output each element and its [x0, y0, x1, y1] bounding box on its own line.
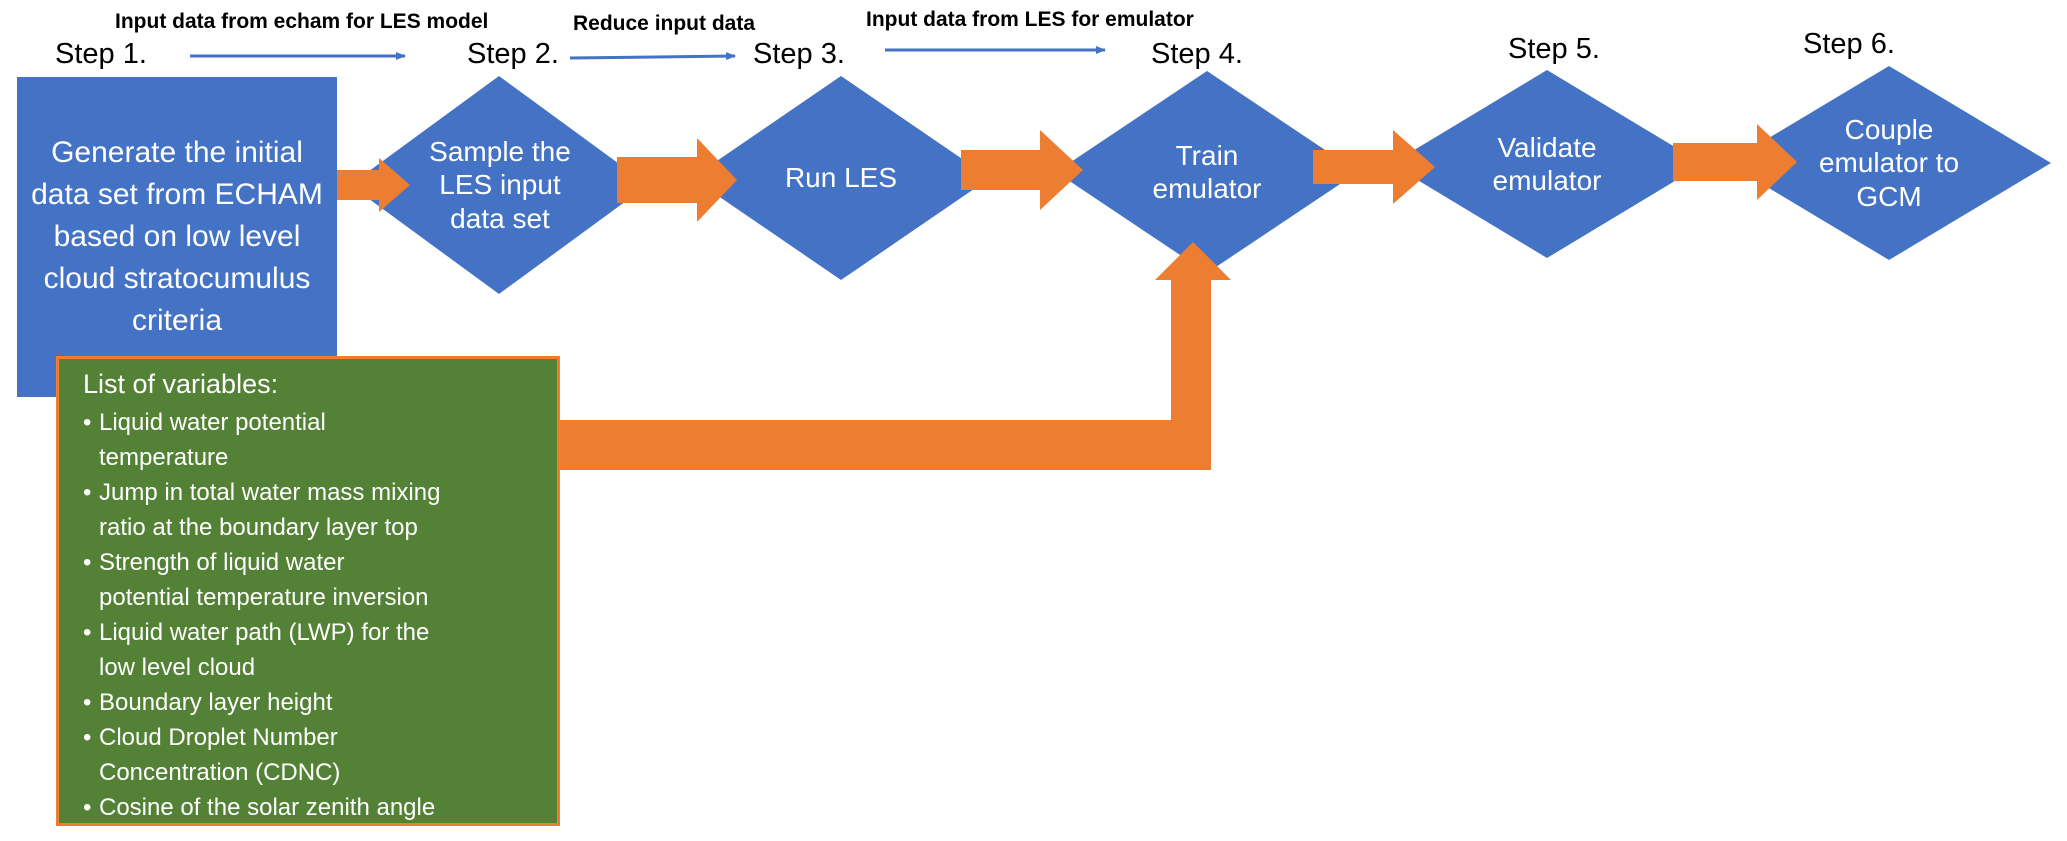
orange-arrow-1-2 — [337, 158, 410, 212]
variable-item: Liquid water potential temperature — [83, 405, 440, 475]
step4-label: Step 4. — [1151, 38, 1243, 70]
variables-title: List of variables: — [83, 369, 279, 399]
step3-label: Step 3. — [753, 38, 845, 70]
step4-diamond — [1056, 71, 1358, 273]
step2-text: Sample the LES input data set — [429, 136, 571, 234]
orange-arrow-2-3 — [617, 138, 737, 222]
variables-box: List of variables: Liquid water potentia… — [56, 356, 560, 826]
step4-text: Train emulator — [1152, 139, 1262, 204]
variable-item: Strength of liquid water potential tempe… — [83, 545, 440, 615]
orange-arrow-3-4 — [961, 130, 1083, 210]
step1-text: Generate the initial data set from ECHAM… — [31, 136, 323, 337]
step2-label: Step 2. — [467, 38, 559, 70]
variable-item: Cosine of the solar zenith angle — [83, 790, 440, 825]
step2-diamond — [350, 76, 648, 294]
flow-arrow-2 — [569, 52, 736, 61]
orange-arrow-variables-to-step4 — [560, 242, 1231, 470]
step5-label: Step 5. — [1508, 33, 1600, 65]
step1-box — [17, 77, 337, 397]
step5-diamond — [1391, 70, 1703, 258]
orange-arrow-5-6 — [1673, 124, 1797, 200]
step6-label: Step 6. — [1803, 28, 1895, 60]
orange-arrow-4-5 — [1313, 130, 1435, 204]
step6-diamond — [1727, 66, 2051, 260]
variable-item: Boundary layer height — [83, 685, 440, 720]
flow-label-les-to-emulator: Input data from LES for emulator — [866, 8, 1194, 31]
step1-label: Step 1. — [55, 38, 147, 70]
flow-label-reduce-input: Reduce input data — [573, 12, 756, 35]
step3-text: Run LES — [784, 162, 898, 194]
variables-list: Liquid water potential temperature Jump … — [83, 405, 440, 825]
variable-item: Jump in total water mass mixing ratio at… — [83, 475, 440, 545]
step5-text: Validate emulator — [1492, 131, 1602, 196]
variable-item: Liquid water path (LWP) for the low leve… — [83, 615, 440, 685]
variable-item: Cloud Droplet Number Concentration (CDNC… — [83, 720, 440, 790]
step6-text: Couple emulator to GCM — [1818, 114, 1960, 212]
flow-label-echam-to-les: Input data from echam for LES model — [115, 10, 489, 33]
step3-diamond — [692, 76, 990, 280]
